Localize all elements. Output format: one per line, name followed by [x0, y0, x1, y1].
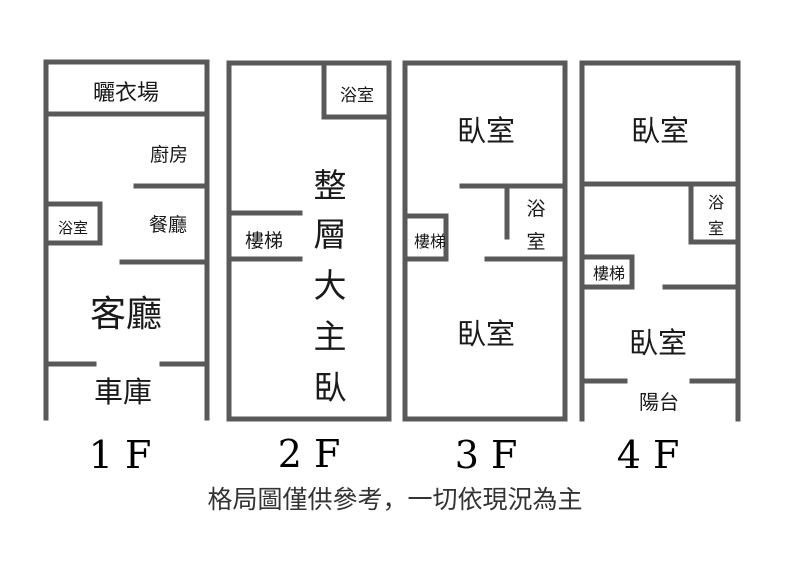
f3-bath-char-2: 室: [526, 231, 545, 253]
f4-stairs-label: 樓梯: [593, 264, 625, 283]
f3-bedroom-bottom-label: 臥室: [457, 317, 515, 351]
f1-bath-label: 浴室: [58, 219, 88, 237]
f4-bath-char-2: 室: [708, 219, 724, 238]
floor-4-label: 4 F: [617, 433, 680, 477]
f3-outline: [402, 60, 568, 422]
disclaimer-note: 格局圖僅供參考，一切依現況為主: [207, 485, 582, 514]
f2-master-char-3: 大: [314, 266, 347, 305]
f4-bath-char-1: 浴: [708, 193, 724, 212]
floor-1-plan: 曬衣場 廚房 浴室 餐廳 客廳 車庫: [43, 59, 210, 421]
f4-bedroom-top-label: 臥室: [631, 114, 689, 148]
f3-stairs-label: 樓梯: [414, 232, 446, 251]
f1-dining-label: 餐廳: [149, 214, 187, 236]
f1-living-label: 客廳: [90, 294, 162, 335]
f3-bedroom-top-label: 臥室: [457, 114, 515, 148]
floor-2-plan: 浴室 樓梯 整 層 大 主 臥: [226, 60, 392, 422]
f2-bath-label: 浴室: [340, 86, 374, 106]
f4-bedroom-bottom-label: 臥室: [629, 326, 687, 360]
f2-master-char-4: 主: [314, 317, 347, 356]
f4-balcony-label: 陽台: [639, 390, 679, 414]
f1-garage-label: 車庫: [94, 375, 152, 409]
floor-1-label: 1 F: [89, 433, 152, 477]
f1-kitchen-label: 廚房: [150, 143, 188, 166]
f2-master-char-1: 整: [314, 166, 347, 205]
floor-2-label: 2 F: [278, 432, 341, 476]
f2-outline: [226, 60, 392, 422]
f2-master-char-5: 臥: [314, 368, 347, 407]
f2-stairs-label: 樓梯: [245, 230, 283, 252]
f3-bath-char-1: 浴: [526, 198, 545, 220]
f2-master-char-2: 層: [314, 215, 347, 254]
floor-3-label: 3 F: [455, 433, 518, 477]
floor-4-plan: 臥室 浴 室 樓梯 臥室 陽台: [579, 60, 741, 422]
f1-drying-area-label: 曬衣場: [93, 81, 159, 106]
floor-3-plan: 臥室 浴 室 樓梯 臥室: [402, 60, 568, 422]
